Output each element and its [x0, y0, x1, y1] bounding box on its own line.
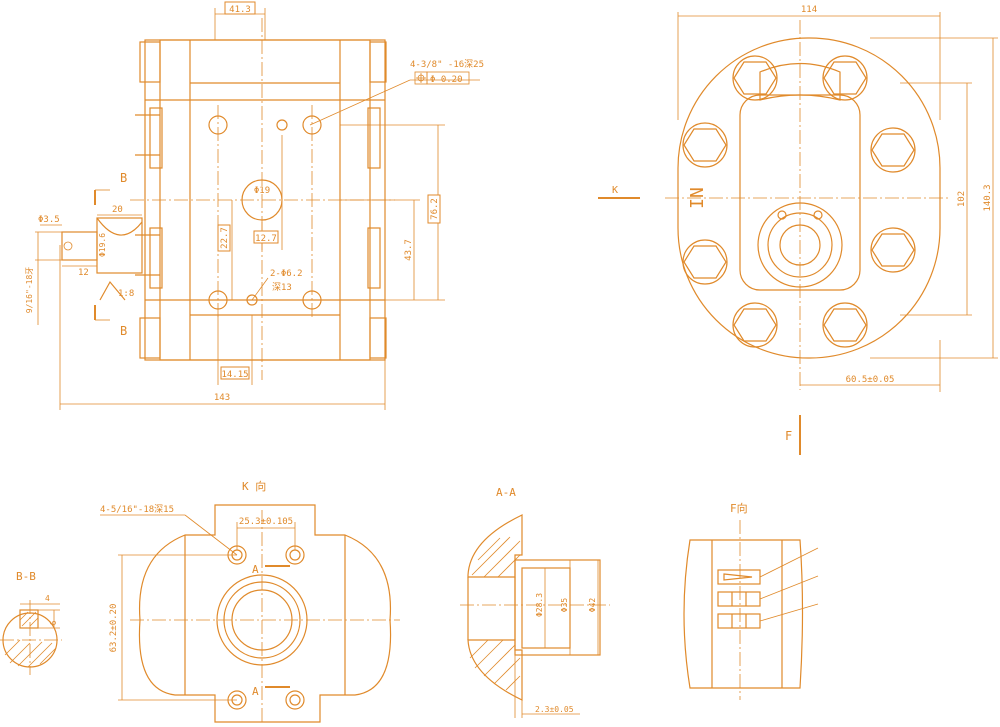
pin-hole	[246, 294, 258, 306]
svg-text:63.2±0.20: 63.2±0.20	[109, 604, 119, 653]
dim-102: 102	[900, 82, 972, 316]
svg-text:4-3/8" -16深25: 4-3/8" -16深25	[410, 59, 484, 70]
view-title: K 向	[242, 479, 266, 493]
dim-25-3: 25.3±0.105	[236, 517, 296, 550]
view-title: A-A	[496, 486, 516, 499]
svg-text:Φ35: Φ35	[560, 598, 569, 613]
front-view: 41.3 Φ19	[25, 1, 484, 410]
pin-hole	[276, 119, 288, 131]
dim-top-41-3: 41.3	[214, 1, 266, 40]
view-bb: B-B 4 6	[0, 570, 62, 675]
pin-callout: 2-Φ6.2 深13	[251, 269, 303, 301]
dim-114: 114	[677, 5, 941, 120]
svg-text:深13: 深13	[272, 282, 292, 293]
svg-text:Φ42: Φ42	[588, 598, 597, 613]
view-f: F向	[683, 501, 819, 700]
svg-text:Φ3.5: Φ3.5	[38, 215, 60, 225]
dim-43-7: 43.7	[340, 199, 420, 300]
dim-22-7: 22.7	[217, 200, 233, 300]
svg-text:Φ 0.20: Φ 0.20	[430, 75, 463, 85]
svg-text:2-Φ6.2: 2-Φ6.2	[270, 269, 303, 279]
svg-text:B: B	[120, 171, 127, 185]
view-title: B-B	[16, 570, 36, 583]
port-callout-k: 4-5/16"-18深15	[100, 504, 238, 556]
nameplate-marks	[717, 547, 819, 629]
svg-text:102: 102	[957, 191, 967, 207]
view-aa: A-A Φ28.3 Φ35 Φ42 2.3±0.05	[460, 486, 610, 718]
dim-text: 41.3	[229, 5, 251, 15]
dim-bottom-143: 143	[59, 245, 386, 410]
dim-14-15: 14.15	[217, 315, 253, 385]
bolt-heads	[682, 55, 916, 348]
svg-text:Φ28.3: Φ28.3	[535, 593, 544, 617]
svg-text:43.7: 43.7	[404, 239, 414, 261]
svg-text:12: 12	[78, 268, 89, 278]
svg-text:9/16"-18牙: 9/16"-18牙	[25, 267, 34, 314]
dim-76-2: 76.2	[340, 124, 445, 301]
svg-text:12.7: 12.7	[255, 234, 277, 244]
dim-12-7: 12.7	[253, 135, 283, 250]
svg-text:140.3: 140.3	[983, 184, 993, 211]
svg-text:1:8: 1:8	[118, 289, 134, 299]
svg-text:4-5/16"-18深15: 4-5/16"-18深15	[100, 504, 174, 515]
view-title: F向	[730, 501, 748, 515]
svg-text:B: B	[120, 324, 127, 338]
port-callout: 4-3/8" -16深25 Φ 0.20	[309, 59, 484, 126]
in-marking: IN	[687, 187, 708, 209]
svg-text:76.2: 76.2	[430, 198, 440, 220]
view-k: K 向 25.3±0.105 4-5/16"-18深15 63.2±0.20	[100, 479, 400, 725]
drive-shaft: 9/16"-18牙 Φ3.5 20 12 Φ19.6 1:8	[25, 205, 143, 325]
svg-text:114: 114	[801, 5, 817, 15]
dim-140-3: 140.3	[870, 37, 998, 359]
section-mark-b: B B	[94, 171, 127, 338]
svg-text:F: F	[785, 429, 792, 443]
svg-text:20: 20	[112, 205, 123, 215]
svg-text:6: 6	[49, 620, 58, 625]
svg-text:2.3±0.05: 2.3±0.05	[535, 705, 574, 714]
svg-text:22.7: 22.7	[220, 227, 230, 249]
svg-text:143: 143	[214, 393, 230, 403]
svg-text:A: A	[252, 563, 259, 576]
svg-text:25.3±0.105: 25.3±0.105	[239, 517, 293, 527]
hatching-aa	[469, 536, 521, 691]
dim-63-2: 63.2±0.20	[109, 554, 237, 701]
svg-text:60.5±0.05: 60.5±0.05	[846, 375, 895, 385]
f-view-outline	[683, 539, 804, 689]
svg-text:Φ19.6: Φ19.6	[98, 233, 107, 257]
k-view-outline	[138, 504, 392, 723]
svg-text:K: K	[612, 185, 618, 196]
dim-60-5: 60.5±0.05	[800, 340, 941, 392]
svg-text:A: A	[252, 685, 259, 698]
svg-text:14.15: 14.15	[221, 370, 248, 380]
side-view: 114 K IN 102	[598, 5, 998, 455]
svg-text:4: 4	[45, 594, 50, 603]
